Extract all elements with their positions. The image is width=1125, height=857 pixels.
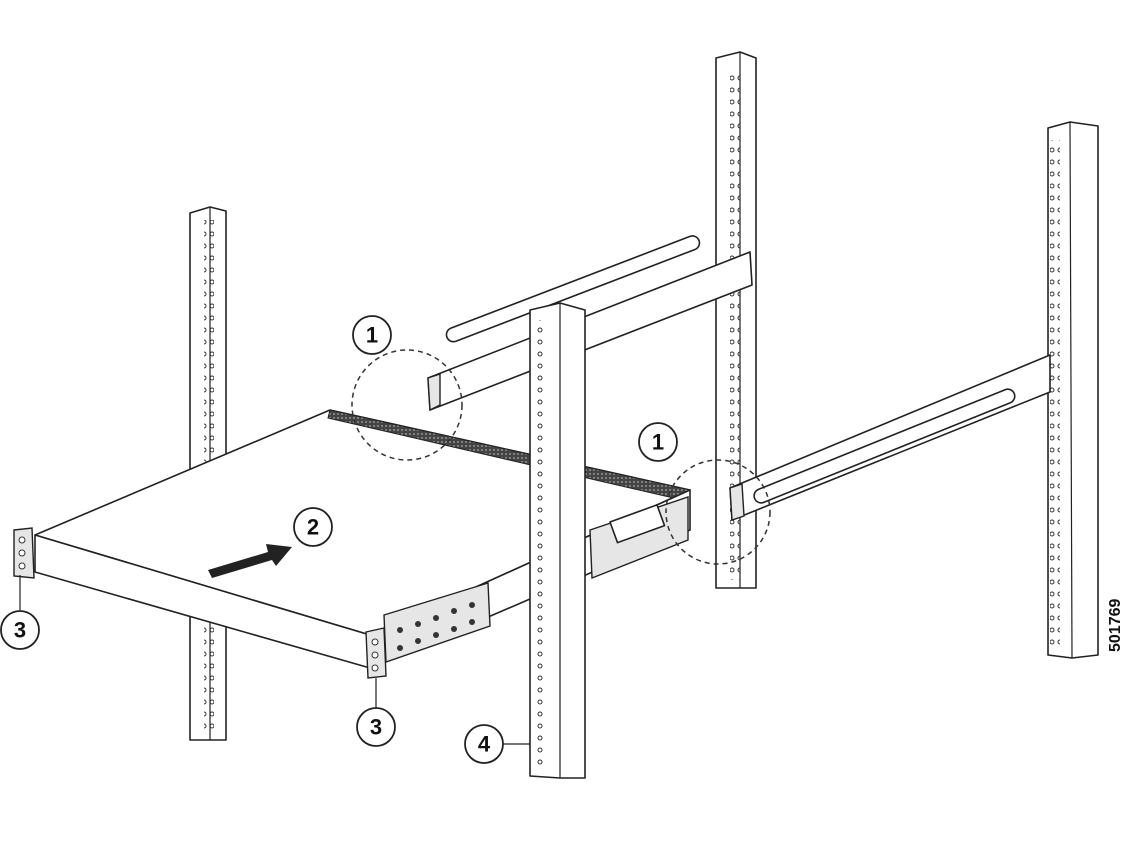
callout-1-upper: 1: [352, 315, 392, 355]
callout-3-right: 3: [356, 707, 396, 747]
svg-text:1: 1: [652, 430, 664, 455]
front-bracket-right: [365, 627, 387, 679]
figure-id: 501769: [1107, 599, 1124, 652]
rear-rail-lower: [729, 354, 1051, 521]
router-chassis: [34, 409, 691, 669]
direction-arrow-icon: [208, 544, 292, 578]
callout-4: 4: [464, 724, 504, 764]
svg-text:3: 3: [370, 715, 382, 740]
svg-text:1: 1: [366, 323, 378, 348]
callout-1-lower: 1: [638, 422, 678, 462]
callout-2: 2: [293, 507, 333, 547]
rear-right-rack-post: [715, 51, 757, 589]
detail-circle: [351, 349, 463, 461]
rear-rail-upper: [427, 235, 753, 412]
front-rack-post: [529, 302, 586, 779]
svg-text:4: 4: [478, 732, 491, 757]
svg-text:3: 3: [14, 618, 26, 643]
callout-3-left: 3: [0, 610, 40, 650]
far-right-rack-post: [1047, 121, 1099, 659]
detail-circle: [665, 459, 771, 565]
svg-text:2: 2: [307, 515, 319, 540]
front-bracket-left: [13, 527, 35, 579]
